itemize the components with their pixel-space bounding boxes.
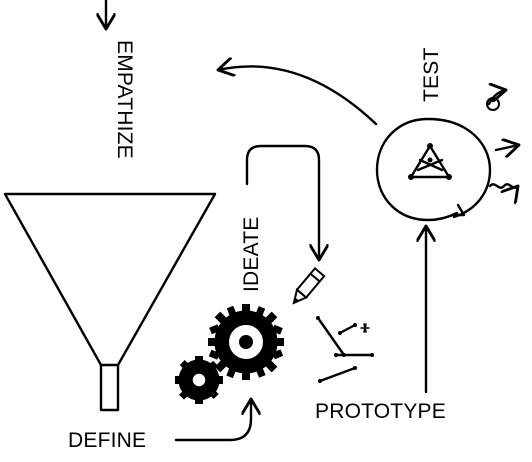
ideate-arrow (245, 144, 319, 260)
empathize-label-group: EMPATHIZE (113, 40, 136, 159)
speech-bubble-icon (375, 117, 492, 222)
define-label: DEFINE (68, 429, 146, 452)
define-arrow (174, 399, 251, 442)
large-gear-icon (208, 304, 284, 380)
stick-1 (316, 316, 346, 357)
funnel-icon (3, 192, 217, 412)
ideate-label-group: IDEATE (240, 217, 263, 293)
stick-2 (334, 353, 374, 357)
ideate-label: IDEATE (240, 217, 263, 293)
gears-icon (175, 304, 284, 404)
test-label-group: TEST (420, 48, 443, 102)
sparkle-icon (360, 323, 370, 333)
empathize-label: EMPATHIZE (113, 40, 136, 159)
stick-4 (338, 323, 357, 335)
output-arrows-icon (486, 90, 519, 188)
test-label: TEST (420, 48, 443, 102)
prototype-label: PROTOTYPE (315, 400, 446, 423)
small-gear-icon (175, 356, 223, 404)
prototype-sticks-icon (316, 316, 374, 383)
triangle-network-icon (408, 143, 452, 180)
pencil-icon (292, 266, 326, 305)
test-to-empathize-arrow (218, 66, 378, 126)
stick-3 (318, 366, 357, 383)
